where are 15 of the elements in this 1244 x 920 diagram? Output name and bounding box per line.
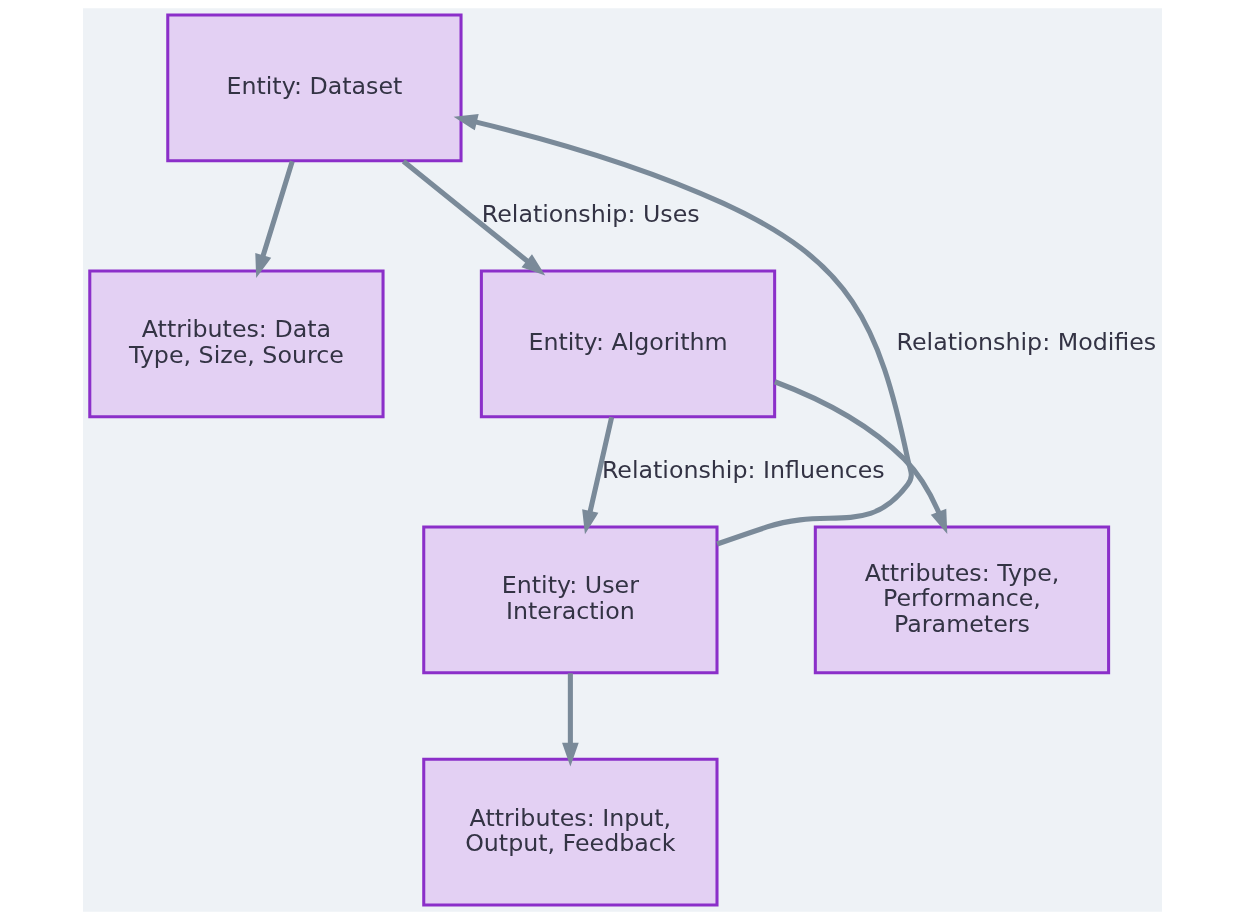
edge-label: Relationship: Modifies [896, 328, 1156, 357]
node-box: Entity: User Interaction [421, 525, 719, 675]
edge-label: Relationship: Uses [481, 200, 700, 229]
node-box: Attributes: Type, Performance, Parameters [813, 525, 1110, 675]
edge-label: Relationship: Influences [601, 456, 885, 485]
arrow [401, 159, 545, 276]
arrow [581, 416, 614, 535]
node-box: Attributes: Input, Output, Feedback [421, 757, 719, 907]
node-box: Attributes: Data Type, Size, Source [87, 269, 385, 419]
node-box: Entity: Dataset [165, 13, 463, 163]
arrow [561, 673, 579, 767]
arrow [254, 160, 295, 279]
node-box: Entity: Algorithm [479, 269, 776, 419]
arrow [773, 379, 947, 534]
arrow [453, 114, 914, 547]
